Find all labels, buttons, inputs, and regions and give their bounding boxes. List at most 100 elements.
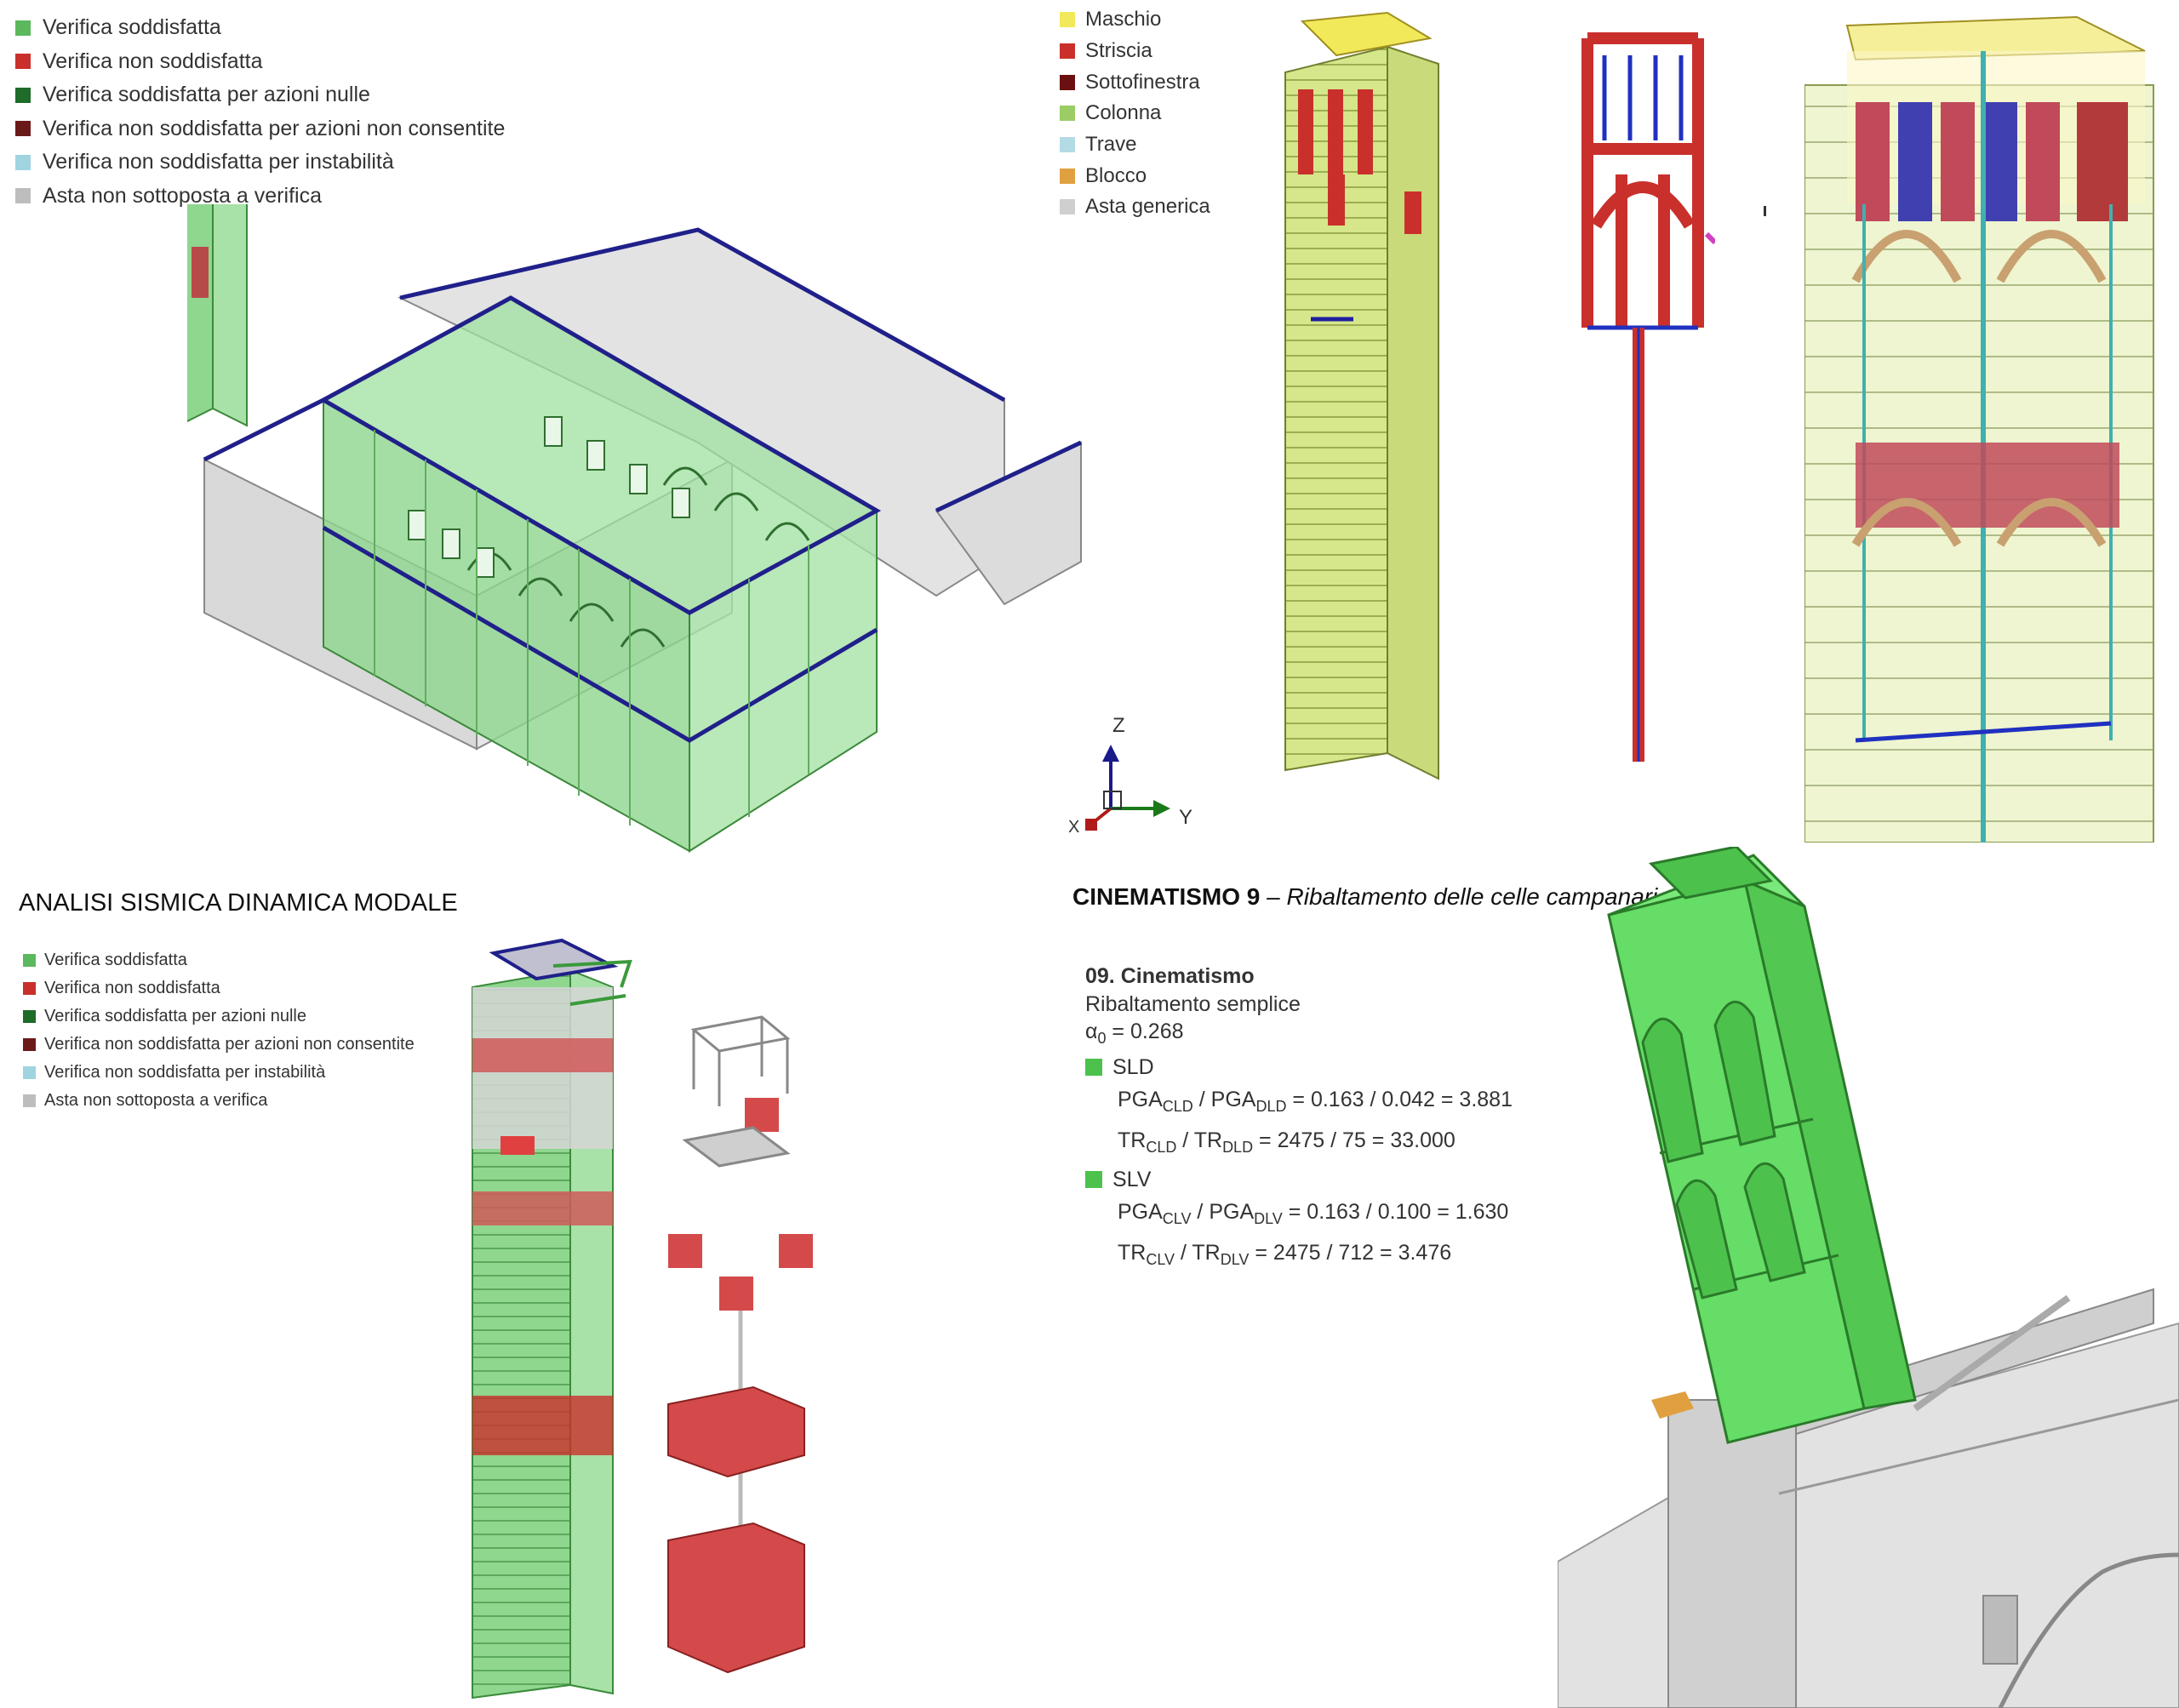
- section-heading-analisi: ANALISI SISMICA DINAMICA MODALE: [19, 889, 458, 917]
- legend-item: Verifica non soddisfatta: [23, 974, 415, 1003]
- stray-mark: [1764, 206, 1766, 216]
- legend-label: Colonna: [1085, 101, 1162, 125]
- sld-pga-b-sub: DLD: [1255, 1098, 1287, 1115]
- slv-row: SLV: [1085, 1164, 1513, 1195]
- church-structural-model: [187, 204, 1083, 853]
- slv-tr-b-sub: DLV: [1220, 1251, 1250, 1268]
- legend-swatch: [1060, 43, 1075, 60]
- sld-tr-b-sub: DLD: [1222, 1139, 1254, 1156]
- legend-label: Verifica non soddisfatta per azioni non …: [43, 116, 506, 140]
- legend-item: Sottofinestra: [1060, 66, 1210, 98]
- slv-check-icon: [1085, 1171, 1102, 1188]
- kinematism-alpha: α0 = 0.268: [1085, 1018, 1513, 1052]
- legend-label: Verifica soddisfatta: [44, 951, 187, 969]
- tower-macroelement-model: [1284, 11, 1439, 780]
- heading-cinematismo-dash: –: [1260, 883, 1287, 910]
- legend-swatch: [1060, 12, 1075, 28]
- alpha-subscript: 0: [1097, 1030, 1107, 1047]
- slv-pga-a: PGA: [1118, 1200, 1163, 1224]
- legend-top-left: Verifica soddisfatta Verifica non soddis…: [15, 11, 505, 213]
- legend-item: Verifica soddisfatta per azioni nulle: [23, 1003, 415, 1031]
- tower-exploded-model: [667, 1015, 813, 1674]
- section-heading-cinematismo: CINEMATISMO 9 – Ribaltamento delle celle…: [1072, 883, 1671, 911]
- legend-item: Blocco: [1060, 160, 1210, 191]
- legend-swatch: [15, 121, 31, 137]
- hinge-block: [1651, 1391, 1694, 1419]
- overturning-belfry-model: [1558, 847, 2179, 1708]
- heading-cinematismo-title: Ribaltamento delle celle campanarie: [1286, 883, 1671, 910]
- heading-cinematismo-number: CINEMATISMO 9: [1072, 883, 1261, 910]
- legend-swatch: [1060, 74, 1075, 90]
- legend-label: Striscia: [1085, 39, 1152, 63]
- tower-frame-model: [1581, 32, 1715, 762]
- legend-label: Verifica non soddisfatta per instabilità: [43, 150, 394, 174]
- slv-pga-value: = 0.163 / 0.100 = 1.630: [1282, 1200, 1509, 1224]
- slv-label: SLV: [1112, 1168, 1152, 1191]
- legend-label: Asta generica: [1085, 195, 1210, 219]
- nave-windows: [408, 416, 690, 578]
- legend-label: Asta non sottoposta a verifica: [43, 183, 322, 208]
- legend-swatch: [1060, 199, 1075, 215]
- legend-item: Asta non sottoposta a verifica: [15, 180, 505, 214]
- kinematism-title: 09. Cinematismo: [1085, 964, 1255, 988]
- legend-label: Sottofinestra: [1085, 70, 1200, 94]
- legend-swatch: [15, 20, 31, 36]
- slv-tr-line: TRCLV / TRDLV = 2475 / 712 = 3.476: [1085, 1236, 1513, 1277]
- legend-item: Verifica non soddisfatta per instabilità: [23, 1059, 415, 1087]
- sld-row: SLD: [1085, 1052, 1513, 1082]
- axis-label-y: Y: [1179, 806, 1192, 829]
- tower-detail-belfry-lower: [1851, 443, 2119, 547]
- legend-swatch: [1060, 106, 1075, 122]
- tower-detail-model: [1804, 15, 2154, 843]
- legend-label: Verifica soddisfatta per azioni nulle: [44, 1007, 306, 1025]
- ring-beams: [203, 227, 1083, 743]
- sld-tr-a-sub: CLD: [1146, 1139, 1177, 1156]
- slv-pga-a-sub: CLV: [1162, 1210, 1192, 1227]
- tower-verification-model: [472, 938, 632, 1699]
- legend-swatch: [23, 1010, 36, 1023]
- sld-pga-a-sub: CLD: [1162, 1098, 1193, 1115]
- bell-tower: [187, 204, 248, 427]
- slv-pga-line: PGACLV / PGADLV = 0.163 / 0.100 = 1.630: [1085, 1195, 1513, 1236]
- legend-swatch: [15, 87, 31, 103]
- axis-gizmo: Z Y X: [1068, 714, 1192, 837]
- legend-label: Maschio: [1085, 8, 1162, 31]
- sld-pga-a: PGA: [1118, 1088, 1163, 1111]
- legend-swatch: [23, 982, 36, 995]
- slv-tr-value: = 2475 / 712 = 3.476: [1249, 1241, 1452, 1265]
- legend-label: Verifica soddisfatta per azioni nulle: [43, 83, 370, 107]
- legend-swatch: [15, 154, 31, 170]
- legend-label: Verifica non soddisfatta: [43, 49, 263, 73]
- legend-swatch: [23, 954, 36, 967]
- sld-tr-a: TR: [1118, 1128, 1147, 1152]
- alpha-value: = 0.268: [1106, 1020, 1184, 1043]
- slv-pga-b-sub: DLV: [1254, 1210, 1283, 1227]
- slv-pga-b: / PGA: [1191, 1200, 1255, 1224]
- legend-label: Verifica non soddisfatta per instabilità: [44, 1063, 326, 1082]
- alpha-symbol: α: [1085, 1020, 1098, 1043]
- legend-label: Trave: [1085, 133, 1137, 157]
- exploded-belfry-top: [690, 1015, 791, 1106]
- legend-label: Verifica non soddisfatta per azioni non …: [44, 1035, 415, 1054]
- exploded-base-block-upper: [667, 1385, 805, 1478]
- belfry-rotating-block: [1607, 847, 1917, 1444]
- legend-swatch: [15, 188, 31, 204]
- legend-swatch: [23, 1094, 36, 1107]
- sld-tr-value: = 2475 / 75 = 33.000: [1253, 1128, 1456, 1152]
- tower-detail-pillars: [1856, 102, 2128, 221]
- sld-pga-value: = 0.163 / 0.042 = 3.881: [1286, 1088, 1513, 1111]
- legend-item: Asta non sottoposta a verifica: [23, 1087, 415, 1115]
- exploded-belfry-mid: [682, 1126, 791, 1168]
- slv-tr-b: / TR: [1175, 1241, 1221, 1265]
- sld-label: SLD: [1112, 1055, 1154, 1079]
- kinematism-type: Ribaltamento semplice: [1085, 992, 1301, 1016]
- legend-label: Asta non sottoposta a verifica: [44, 1091, 268, 1110]
- legend-item: Verifica non soddisfatta per azioni non …: [23, 1031, 415, 1059]
- legend-item: Verifica non soddisfatta per instabilità: [15, 146, 505, 180]
- legend-item: Verifica soddisfatta: [23, 946, 415, 974]
- slv-tr-a-sub: CLV: [1146, 1251, 1175, 1268]
- legend-label: Verifica soddisfatta: [43, 15, 221, 40]
- wall-piers: [374, 430, 809, 825]
- sld-tr-line: TRCLD / TRDLD = 2475 / 75 = 33.000: [1085, 1123, 1513, 1164]
- legend-item: Striscia: [1060, 36, 1210, 67]
